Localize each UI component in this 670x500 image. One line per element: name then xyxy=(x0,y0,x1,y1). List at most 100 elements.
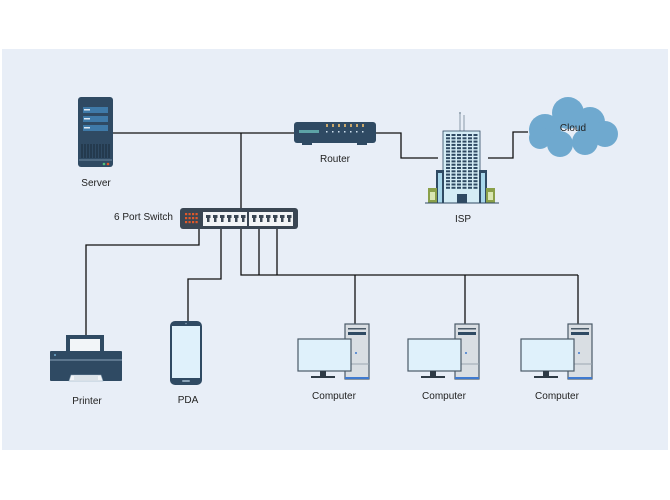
building-window xyxy=(451,137,456,140)
building-window xyxy=(468,150,472,153)
building-window xyxy=(446,180,450,183)
building-window xyxy=(473,140,478,143)
building-window xyxy=(446,176,450,179)
switch-icon[interactable] xyxy=(180,208,298,229)
building-window xyxy=(462,170,467,173)
switch-port xyxy=(260,218,263,222)
building-window xyxy=(446,167,450,169)
printer-label: Printer xyxy=(72,396,102,407)
building-window xyxy=(473,134,478,136)
pda-icon[interactable] xyxy=(170,321,202,385)
building-window xyxy=(457,173,461,176)
building-window xyxy=(451,176,456,179)
building-window xyxy=(462,134,467,136)
computer3-label: Computer xyxy=(535,391,579,402)
building-window xyxy=(457,140,461,143)
printer-icon[interactable] xyxy=(50,335,122,382)
switch-port xyxy=(207,218,210,222)
building-window xyxy=(457,137,461,140)
building-window xyxy=(462,183,467,186)
building-window xyxy=(457,160,461,163)
building-window xyxy=(462,153,467,156)
switch-port xyxy=(241,215,246,218)
building-window xyxy=(462,180,467,183)
building-window xyxy=(468,186,472,189)
switch-port xyxy=(259,215,264,218)
switch-port xyxy=(228,218,231,222)
building-window xyxy=(451,143,456,146)
building-window xyxy=(462,137,467,140)
building-window xyxy=(446,163,450,166)
building-window xyxy=(457,170,461,173)
isp-label: ISP xyxy=(454,214,472,225)
building-window xyxy=(468,173,472,176)
building-window xyxy=(468,157,472,160)
pda-label: PDA xyxy=(177,395,199,406)
building-window xyxy=(473,157,478,160)
switch-port xyxy=(253,218,256,222)
building-window xyxy=(457,176,461,179)
network-diagram xyxy=(50,97,618,385)
building-window xyxy=(457,150,461,153)
switch-port xyxy=(288,218,291,222)
building-window xyxy=(446,147,450,150)
link-switch-bus xyxy=(240,229,578,276)
building-window xyxy=(462,150,467,153)
building-window xyxy=(462,147,467,150)
switch-port xyxy=(214,218,217,222)
building-window xyxy=(473,143,478,146)
building-window xyxy=(468,143,472,146)
building-window xyxy=(462,173,467,176)
building-window xyxy=(446,170,450,173)
building-window xyxy=(468,137,472,140)
building-window xyxy=(473,147,478,150)
building-window xyxy=(462,167,467,169)
isp-building-icon[interactable] xyxy=(425,112,499,204)
cloud-label: Cloud xyxy=(559,123,587,134)
building-window xyxy=(457,147,461,150)
building-window xyxy=(451,157,456,160)
switch-port xyxy=(252,215,257,218)
building-window xyxy=(462,140,467,143)
building-window xyxy=(468,134,472,136)
switch-label: 6 Port Switch xyxy=(114,212,173,223)
building-window xyxy=(446,137,450,140)
cloud-icon[interactable] xyxy=(529,97,618,157)
building-window xyxy=(451,167,456,169)
building-window xyxy=(451,183,456,186)
switch-port xyxy=(235,218,238,222)
building-window xyxy=(451,170,456,173)
building-window xyxy=(473,180,478,183)
building-window xyxy=(468,153,472,156)
computer1-icon[interactable] xyxy=(297,323,370,380)
building-window xyxy=(457,134,461,136)
router-icon[interactable] xyxy=(294,122,376,145)
building-window xyxy=(468,140,472,143)
building-window xyxy=(451,163,456,166)
computer2-label: Computer xyxy=(422,391,466,402)
computer3-icon[interactable] xyxy=(520,323,593,380)
building-window xyxy=(457,183,461,186)
server-icon[interactable] xyxy=(78,97,113,167)
link-router-isp xyxy=(376,132,438,159)
building-window xyxy=(446,153,450,156)
building-window xyxy=(457,157,461,160)
switch-port xyxy=(287,215,292,218)
building-window xyxy=(462,186,467,189)
building-window xyxy=(473,137,478,140)
building-window xyxy=(462,143,467,146)
building-window xyxy=(446,186,450,189)
building-window xyxy=(451,153,456,156)
building-window xyxy=(451,150,456,153)
switch-port xyxy=(281,218,284,222)
building-window xyxy=(451,186,456,189)
server-label: Server xyxy=(81,178,111,189)
building-window xyxy=(451,147,456,150)
building-window xyxy=(451,160,456,163)
building-window xyxy=(468,180,472,183)
switch-port xyxy=(266,215,271,218)
switch-port xyxy=(267,218,270,222)
building-window xyxy=(451,140,456,143)
computer2-icon[interactable] xyxy=(407,323,480,380)
building-window xyxy=(473,150,478,153)
